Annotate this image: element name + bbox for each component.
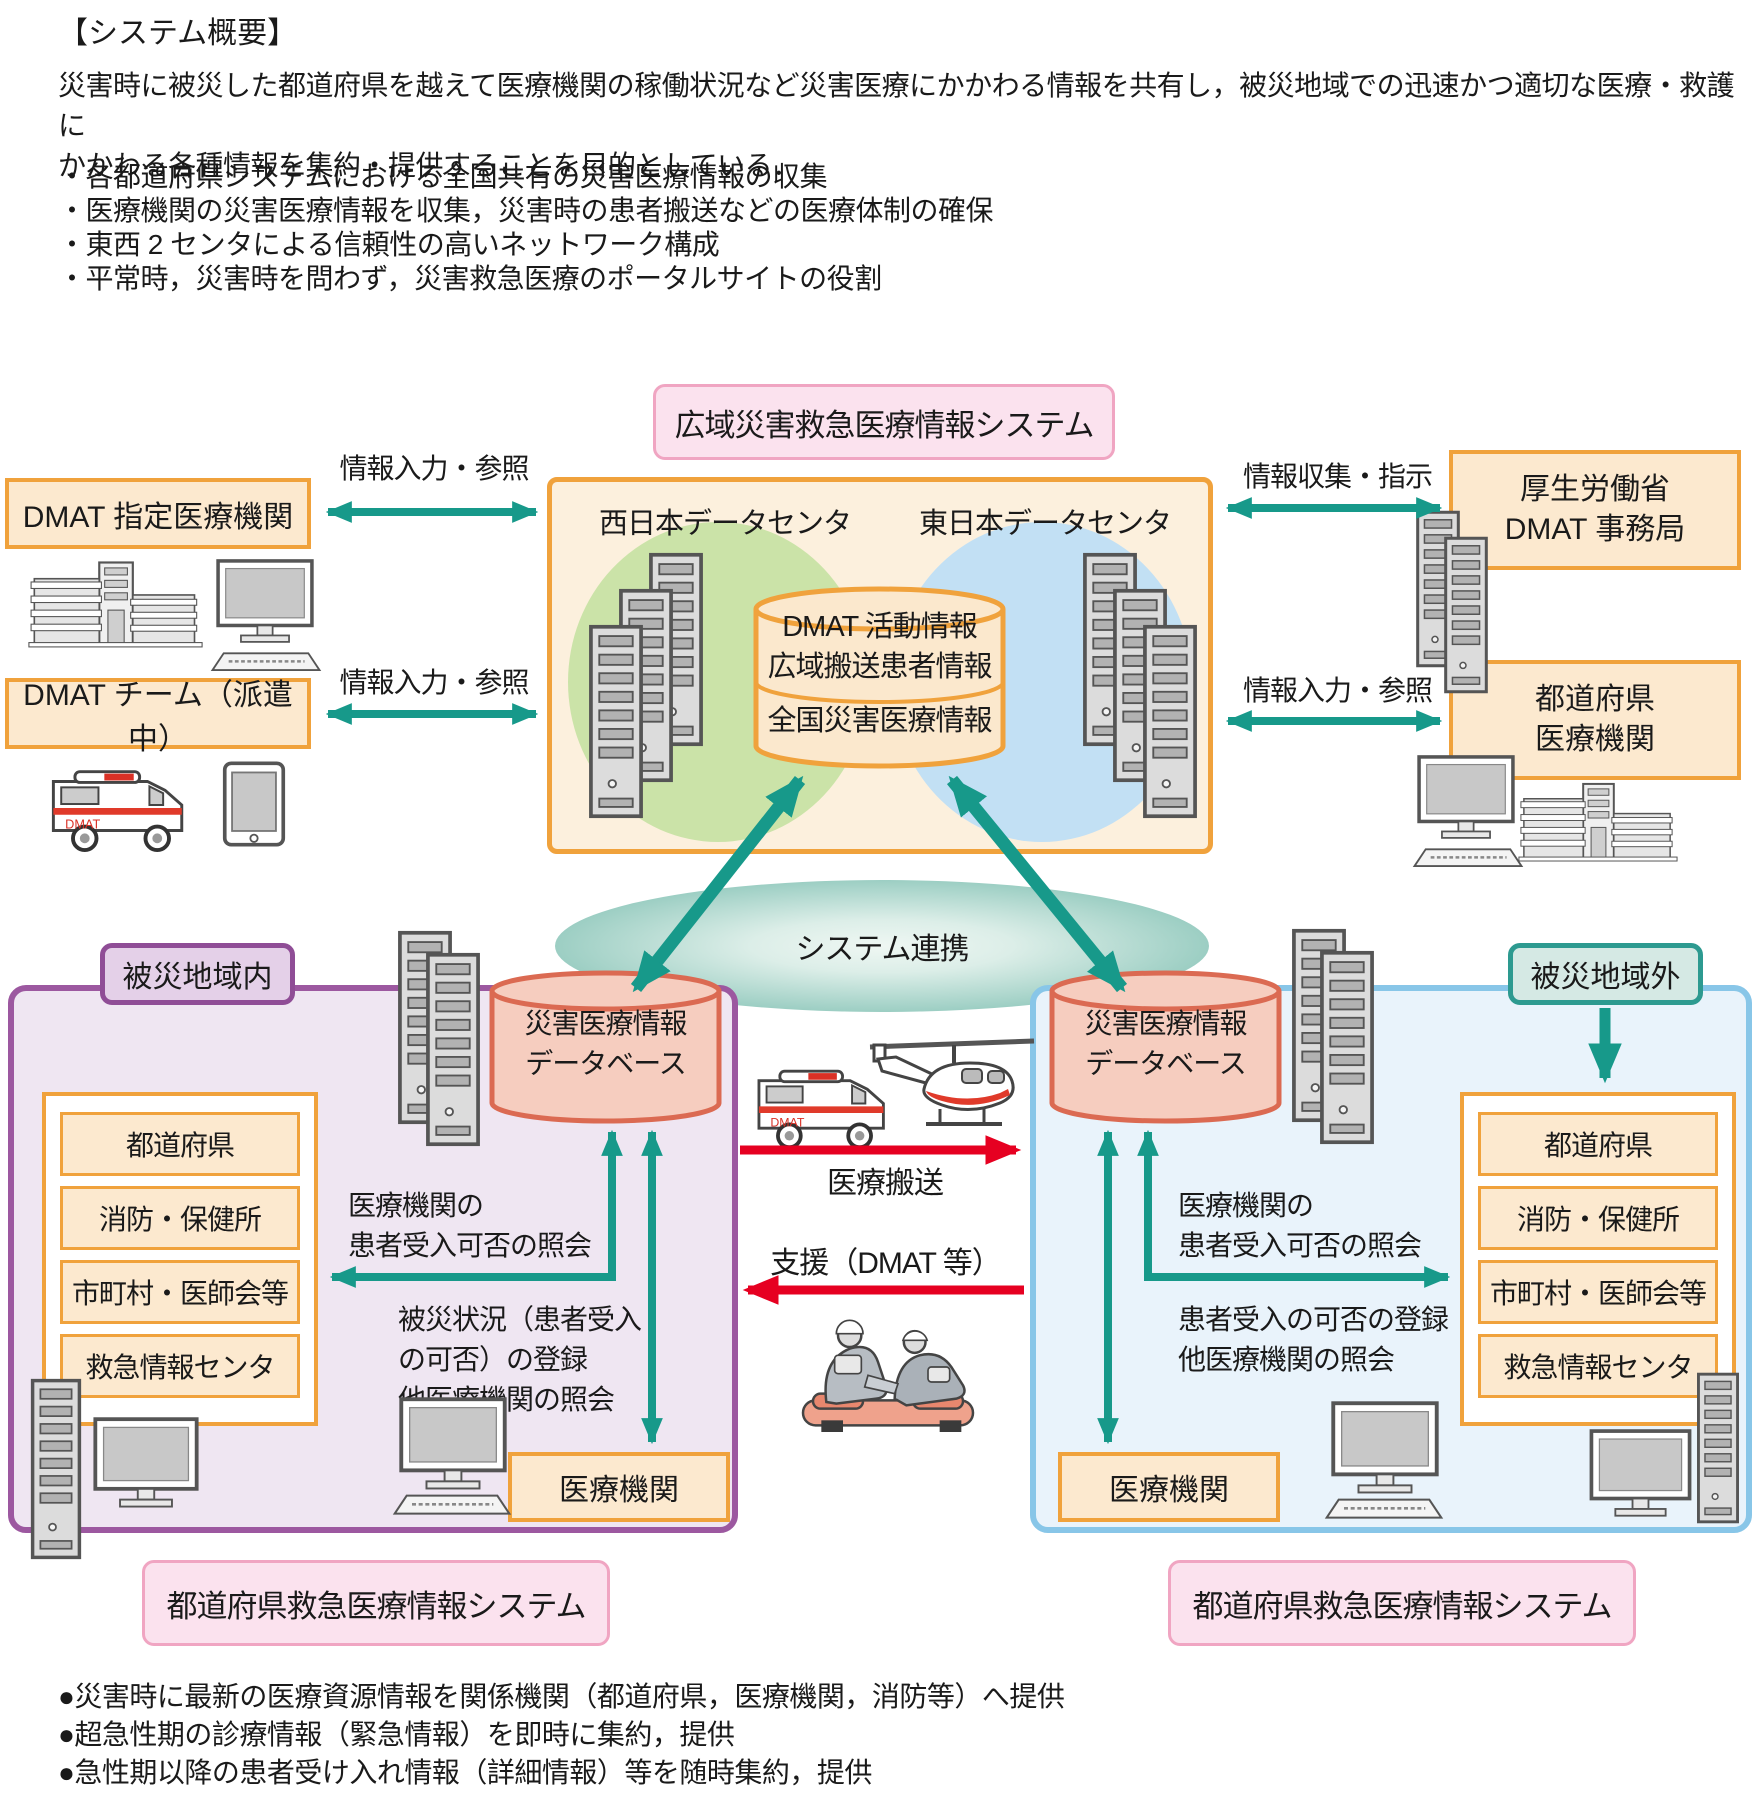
inside-org-fire-health: 消防・保健所 xyxy=(60,1186,300,1250)
feature-bullet-2: ・医療機関の災害医療情報を収集，災害時の患者搬送などの医療体制の確保 xyxy=(58,195,994,226)
keyboard-icon xyxy=(1324,1496,1444,1522)
outside-note-query: 医療機関の 患者受入可否の照会 xyxy=(1178,1186,1422,1266)
core-db-line1: DMAT 活動情報 xyxy=(782,611,978,643)
desktop-monitor-icon xyxy=(1416,754,1516,842)
system-title-label: 広域災害救急医療情報システム xyxy=(653,384,1115,460)
inside-note-register-line1: 被災状況（患者受入 xyxy=(398,1304,642,1335)
system-link-label: システム連携 xyxy=(795,933,969,966)
database-cylinder-icon xyxy=(489,970,722,1124)
outside-system-label: 都道府県救急医療情報システム xyxy=(1168,1560,1636,1646)
outside-org-emergency-center: 救急情報センタ xyxy=(1478,1334,1718,1398)
ambulance-icon xyxy=(46,756,196,854)
feature-bullet-1: ・各都道府県システムにおける全国共有の災害医療情報の収集 xyxy=(58,161,828,192)
outside-org-municipality: 市町村・医師会等 xyxy=(1478,1260,1718,1324)
footer-bullets: ●災害時に最新の医療資源情報を関係機関（都道府県，医療機関，消防等）へ提供 ●超… xyxy=(58,1678,1358,1793)
helicopter-icon xyxy=(862,1030,1042,1142)
feature-bullet-3: ・東西 2 センタによる信頼性の高いネットワーク構成 xyxy=(58,229,720,260)
inside-db-line1: 災害医療情報 xyxy=(524,1008,687,1039)
server-tower-icon xyxy=(1442,536,1490,694)
page-title: 【システム概要】 xyxy=(58,17,298,50)
intro-line-1: 災害時に被災した都道府県を越えて医療機関の稼働状況など災害医療にかかわる情報を共… xyxy=(58,70,1735,141)
support-arrow-label: 支援（DMAT 等） xyxy=(770,1247,1002,1280)
outside-hospital-box: 医療機関 xyxy=(1058,1452,1280,1522)
tag-outside-affected-area: 被災地域外 xyxy=(1508,943,1703,1005)
node-dmat-team: DMAT チーム（派遣中） xyxy=(5,678,311,756)
server-tower-icon xyxy=(1694,1372,1742,1524)
hospital-building-icon xyxy=(1518,778,1678,862)
outside-note-register: 患者受入の可否の登録 他医療機関の照会 xyxy=(1178,1300,1449,1380)
keyboard-icon xyxy=(1412,846,1524,870)
inside-note-query-line1: 医療機関の xyxy=(348,1190,484,1221)
core-database-cylinder-icon xyxy=(753,586,1006,769)
desktop-monitor-icon xyxy=(1330,1400,1440,1497)
outside-db-line1: 災害医療情報 xyxy=(1084,1008,1247,1039)
feature-bullet-4: ・平常時，災害時を問わず，災害救急医療のポータルサイトの役割 xyxy=(58,263,882,294)
intro-line-2: かかわる各種情報を集約・提供することを目的としている． xyxy=(58,150,800,181)
rescue-team-icon xyxy=(788,1302,988,1447)
node-mhlw-dmat-office: 厚生労働省 DMAT 事務局 xyxy=(1449,450,1741,570)
node-dmat-designated-hospital: DMAT 指定医療機関 xyxy=(5,478,311,549)
feature-bullets: ・各都道府県システムにおける全国共有の災害医療情報の収集 ・医療機関の災害医療情… xyxy=(58,160,1258,296)
node-pref-line2: 医療機関 xyxy=(1535,723,1655,756)
outside-org-fire-health: 消防・保健所 xyxy=(1478,1186,1718,1250)
footer-bullet-3: ●急性期以降の患者受け入れ情報（詳細情報）等を随時集約，提供 xyxy=(58,1757,872,1788)
arrow-label-collect-direct: 情報収集・指示 xyxy=(1242,461,1433,492)
footer-bullet-1: ●災害時に最新の医療資源情報を関係機関（都道府県，医療機関，消防等）へ提供 xyxy=(58,1681,1065,1712)
inside-hospital-box: 医療機関 xyxy=(508,1452,730,1522)
node-mhlw-line1: 厚生労働省 xyxy=(1520,473,1670,506)
inside-note-query-line2: 患者受入可否の照会 xyxy=(348,1230,592,1261)
desktop-monitor-icon xyxy=(92,1416,200,1511)
arrow-label-input-refer-1: 情報入力・参照 xyxy=(339,453,529,484)
outside-note-query-line1: 医療機関の xyxy=(1178,1190,1314,1221)
tablet-icon xyxy=(222,758,286,850)
keyboard-icon xyxy=(392,1492,512,1518)
inside-org-municipality: 市町村・医師会等 xyxy=(60,1260,300,1324)
outside-db-line2: データベース xyxy=(1085,1048,1247,1079)
server-tower-icon xyxy=(588,624,644,819)
desktop-monitor-icon xyxy=(398,1396,508,1493)
outside-org-prefecture: 都道府県 xyxy=(1478,1112,1718,1176)
inside-note-query: 医療機関の 患者受入可否の照会 xyxy=(348,1186,592,1266)
core-db-line2: 広域搬送患者情報 xyxy=(767,651,992,683)
footer-bullet-2: ●超急性期の診療情報（緊急情報）を即時に集約，提供 xyxy=(58,1719,735,1750)
node-pref-line1: 都道府県 xyxy=(1535,683,1655,716)
server-tower-icon xyxy=(424,952,482,1147)
arrow-label-input-refer-2: 情報入力・参照 xyxy=(339,667,529,698)
tag-inside-affected-area: 被災地域内 xyxy=(100,943,295,1005)
outside-note-register-line1: 患者受入の可否の登録 xyxy=(1178,1304,1449,1335)
inside-org-prefecture: 都道府県 xyxy=(60,1112,300,1176)
server-tower-icon xyxy=(1142,624,1198,819)
inside-system-label: 都道府県救急医療情報システム xyxy=(142,1560,610,1646)
west-datacenter-label: 西日本データセンタ xyxy=(598,508,852,540)
desktop-monitor-icon xyxy=(215,558,315,646)
server-tower-icon xyxy=(30,1378,82,1560)
arrow-label-input-refer-3: 情報入力・参照 xyxy=(1242,675,1433,706)
inside-db-line2: データベース xyxy=(525,1048,687,1079)
hospital-building-icon xyxy=(28,556,203,648)
east-datacenter-label: 東日本データセンタ xyxy=(918,508,1172,540)
node-mhlw-line2: DMAT 事務局 xyxy=(1504,513,1686,546)
outside-note-query-line2: 患者受入可否の照会 xyxy=(1178,1230,1422,1261)
transfer-arrow-label: 医療搬送 xyxy=(827,1167,944,1200)
inside-org-emergency-center: 救急情報センタ xyxy=(60,1334,300,1398)
intro-paragraph: 災害時に被災した都道府県を越えて医療機関の稼働状況など災害医療にかかわる情報を共… xyxy=(58,66,1748,186)
server-tower-icon xyxy=(1318,950,1376,1145)
desktop-monitor-icon xyxy=(1588,1428,1693,1520)
core-db-line3: 全国災害医療情報 xyxy=(767,705,992,737)
inside-note-register-line2: の可否）の登録 xyxy=(398,1344,588,1375)
outside-note-register-line2: 他医療機関の照会 xyxy=(1178,1344,1395,1375)
